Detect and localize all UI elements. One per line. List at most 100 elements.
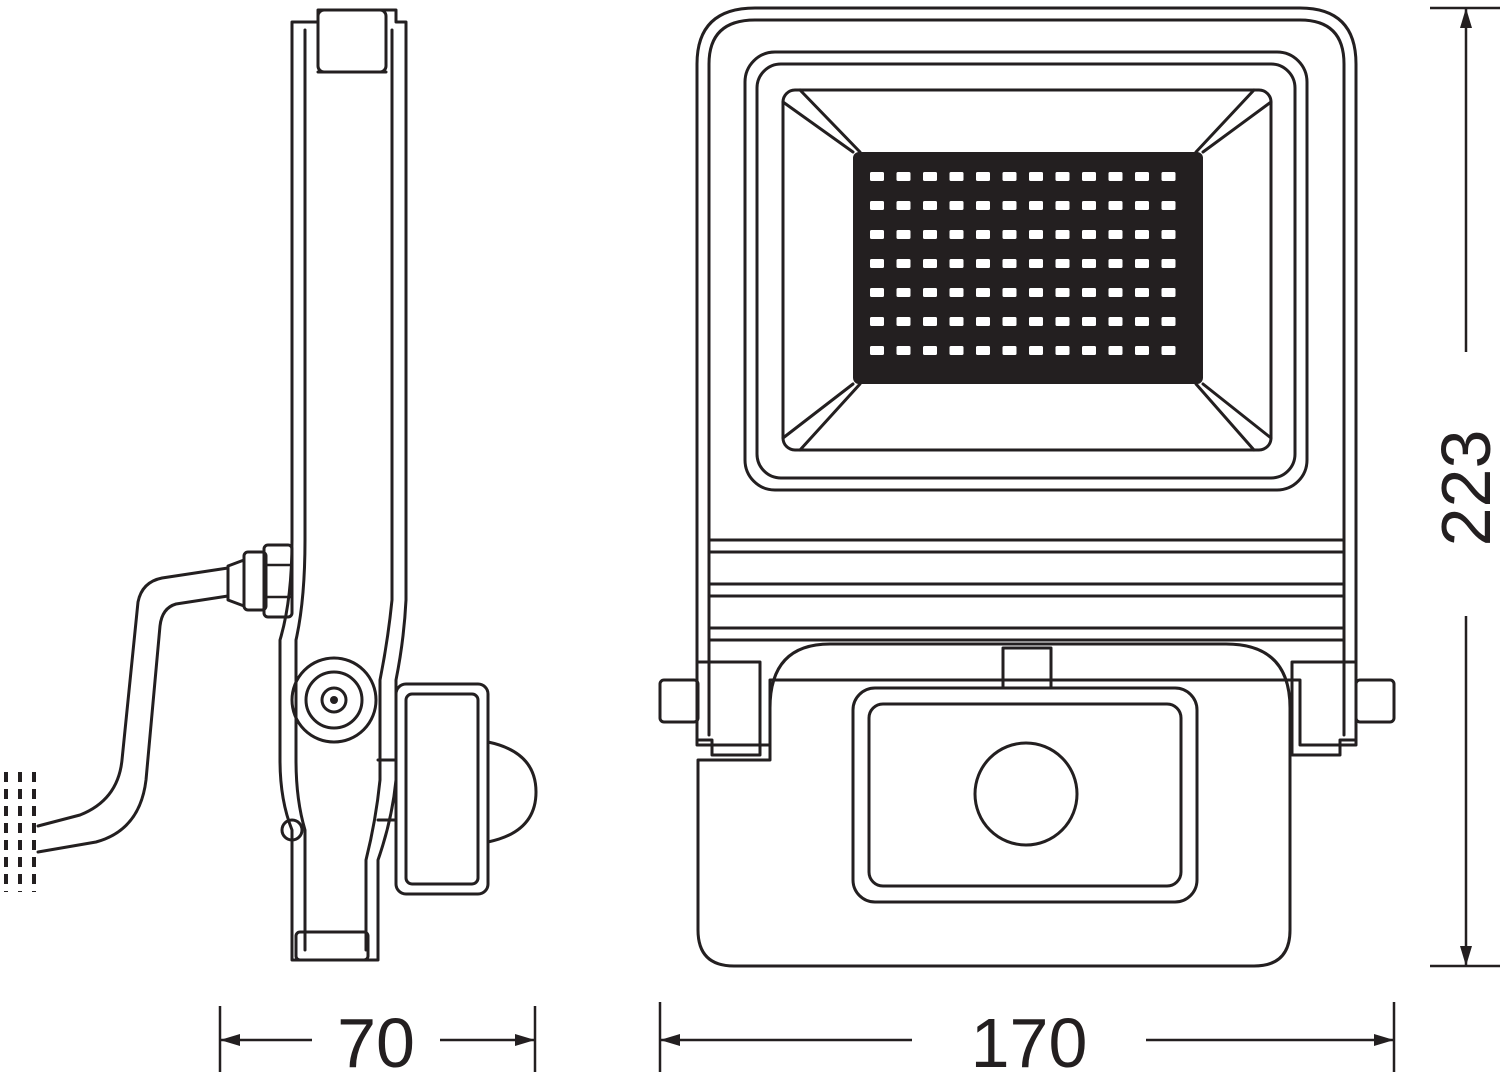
led-chip xyxy=(896,172,911,181)
led-chip xyxy=(1161,317,1176,326)
led-chip xyxy=(1082,346,1096,355)
led-chip xyxy=(1161,172,1176,181)
mounting-bracket xyxy=(658,660,1396,757)
led-chip xyxy=(1029,288,1043,297)
led-chip xyxy=(1082,288,1096,297)
depth-label: 70 xyxy=(337,1004,415,1079)
led-chip xyxy=(896,288,911,297)
led-chip xyxy=(896,201,911,210)
led-chip xyxy=(976,172,990,181)
sensor-base xyxy=(696,642,1292,968)
led-chip xyxy=(870,230,884,239)
reflector xyxy=(781,88,1273,452)
led-chip xyxy=(1055,288,1070,297)
led-chip xyxy=(976,259,990,268)
led-chip xyxy=(949,230,964,239)
led-chip xyxy=(1161,288,1176,297)
led-chip xyxy=(976,346,990,355)
led-chip xyxy=(923,346,937,355)
led-chip xyxy=(976,288,990,297)
led-chip xyxy=(976,201,990,210)
led-chip xyxy=(949,259,964,268)
led-chip xyxy=(1135,201,1149,210)
led-chip xyxy=(1029,317,1043,326)
housing-ribs xyxy=(707,538,1346,642)
led-chip xyxy=(1002,317,1017,326)
side-view xyxy=(4,8,538,962)
led-chip xyxy=(1135,230,1149,239)
front-housing xyxy=(695,6,1358,747)
front-view xyxy=(658,6,1396,968)
led-chip xyxy=(1135,317,1149,326)
led-chip xyxy=(1161,259,1176,268)
sensor-lens xyxy=(973,741,1079,847)
width-label: 170 xyxy=(971,1004,1088,1079)
led-chip xyxy=(1002,259,1017,268)
dimension-width: 170 xyxy=(658,1002,1396,1079)
led-chip xyxy=(1108,288,1123,297)
led-chip xyxy=(1082,259,1096,268)
led-chip xyxy=(896,230,911,239)
led-chip xyxy=(1029,259,1043,268)
led-chip xyxy=(1002,288,1017,297)
led-chip xyxy=(870,288,884,297)
led-chip xyxy=(1055,317,1070,326)
led-chip xyxy=(949,201,964,210)
led-chip xyxy=(923,259,937,268)
led-chip xyxy=(1082,172,1096,181)
led-chip xyxy=(1135,346,1149,355)
led-chip xyxy=(949,346,964,355)
led-chip xyxy=(1082,201,1096,210)
led-chip xyxy=(976,317,990,326)
led-chip xyxy=(1055,201,1070,210)
led-chip xyxy=(870,346,884,355)
led-chip xyxy=(1108,201,1123,210)
led-chip xyxy=(1108,346,1123,355)
led-chip xyxy=(870,172,884,181)
dimension-height: 223 xyxy=(1427,6,1500,968)
led-chip xyxy=(1055,346,1070,355)
led-chip xyxy=(1108,172,1123,181)
pivot-knob xyxy=(290,656,378,744)
led-chip xyxy=(1161,230,1176,239)
led-chip xyxy=(1055,230,1070,239)
led-chip xyxy=(1002,172,1017,181)
led-chip xyxy=(1002,230,1017,239)
led-chip xyxy=(1029,346,1043,355)
led-chip xyxy=(976,230,990,239)
led-chip xyxy=(1082,230,1096,239)
led-chip xyxy=(896,346,911,355)
led-chip xyxy=(923,172,937,181)
led-chip xyxy=(1135,259,1149,268)
dimension-depth: 70 xyxy=(218,1004,537,1079)
led-chip xyxy=(949,317,964,326)
led-chip xyxy=(923,288,937,297)
led-chip xyxy=(923,201,937,210)
led-chip xyxy=(923,317,937,326)
led-chip xyxy=(870,259,884,268)
led-chip xyxy=(1002,201,1017,210)
led-chip xyxy=(870,201,884,210)
led-chip xyxy=(1135,172,1149,181)
led-chip xyxy=(949,288,964,297)
height-label: 223 xyxy=(1427,430,1500,547)
led-chip xyxy=(1055,259,1070,268)
power-cable xyxy=(36,566,230,828)
led-chip xyxy=(949,172,964,181)
led-chip xyxy=(923,230,937,239)
led-chip xyxy=(1002,346,1017,355)
led-chip xyxy=(1108,230,1123,239)
led-chip xyxy=(1055,172,1070,181)
led-chip xyxy=(1029,201,1043,210)
cable-gland xyxy=(226,543,294,619)
cable-break-marks xyxy=(4,772,36,892)
led-chip xyxy=(1082,317,1096,326)
led-chip xyxy=(896,259,911,268)
side-body-outline xyxy=(278,8,408,962)
led-chip xyxy=(1108,317,1123,326)
led-chip xyxy=(1135,288,1149,297)
led-chip xyxy=(1161,201,1176,210)
led-chip xyxy=(1029,230,1043,239)
led-chip xyxy=(870,317,884,326)
